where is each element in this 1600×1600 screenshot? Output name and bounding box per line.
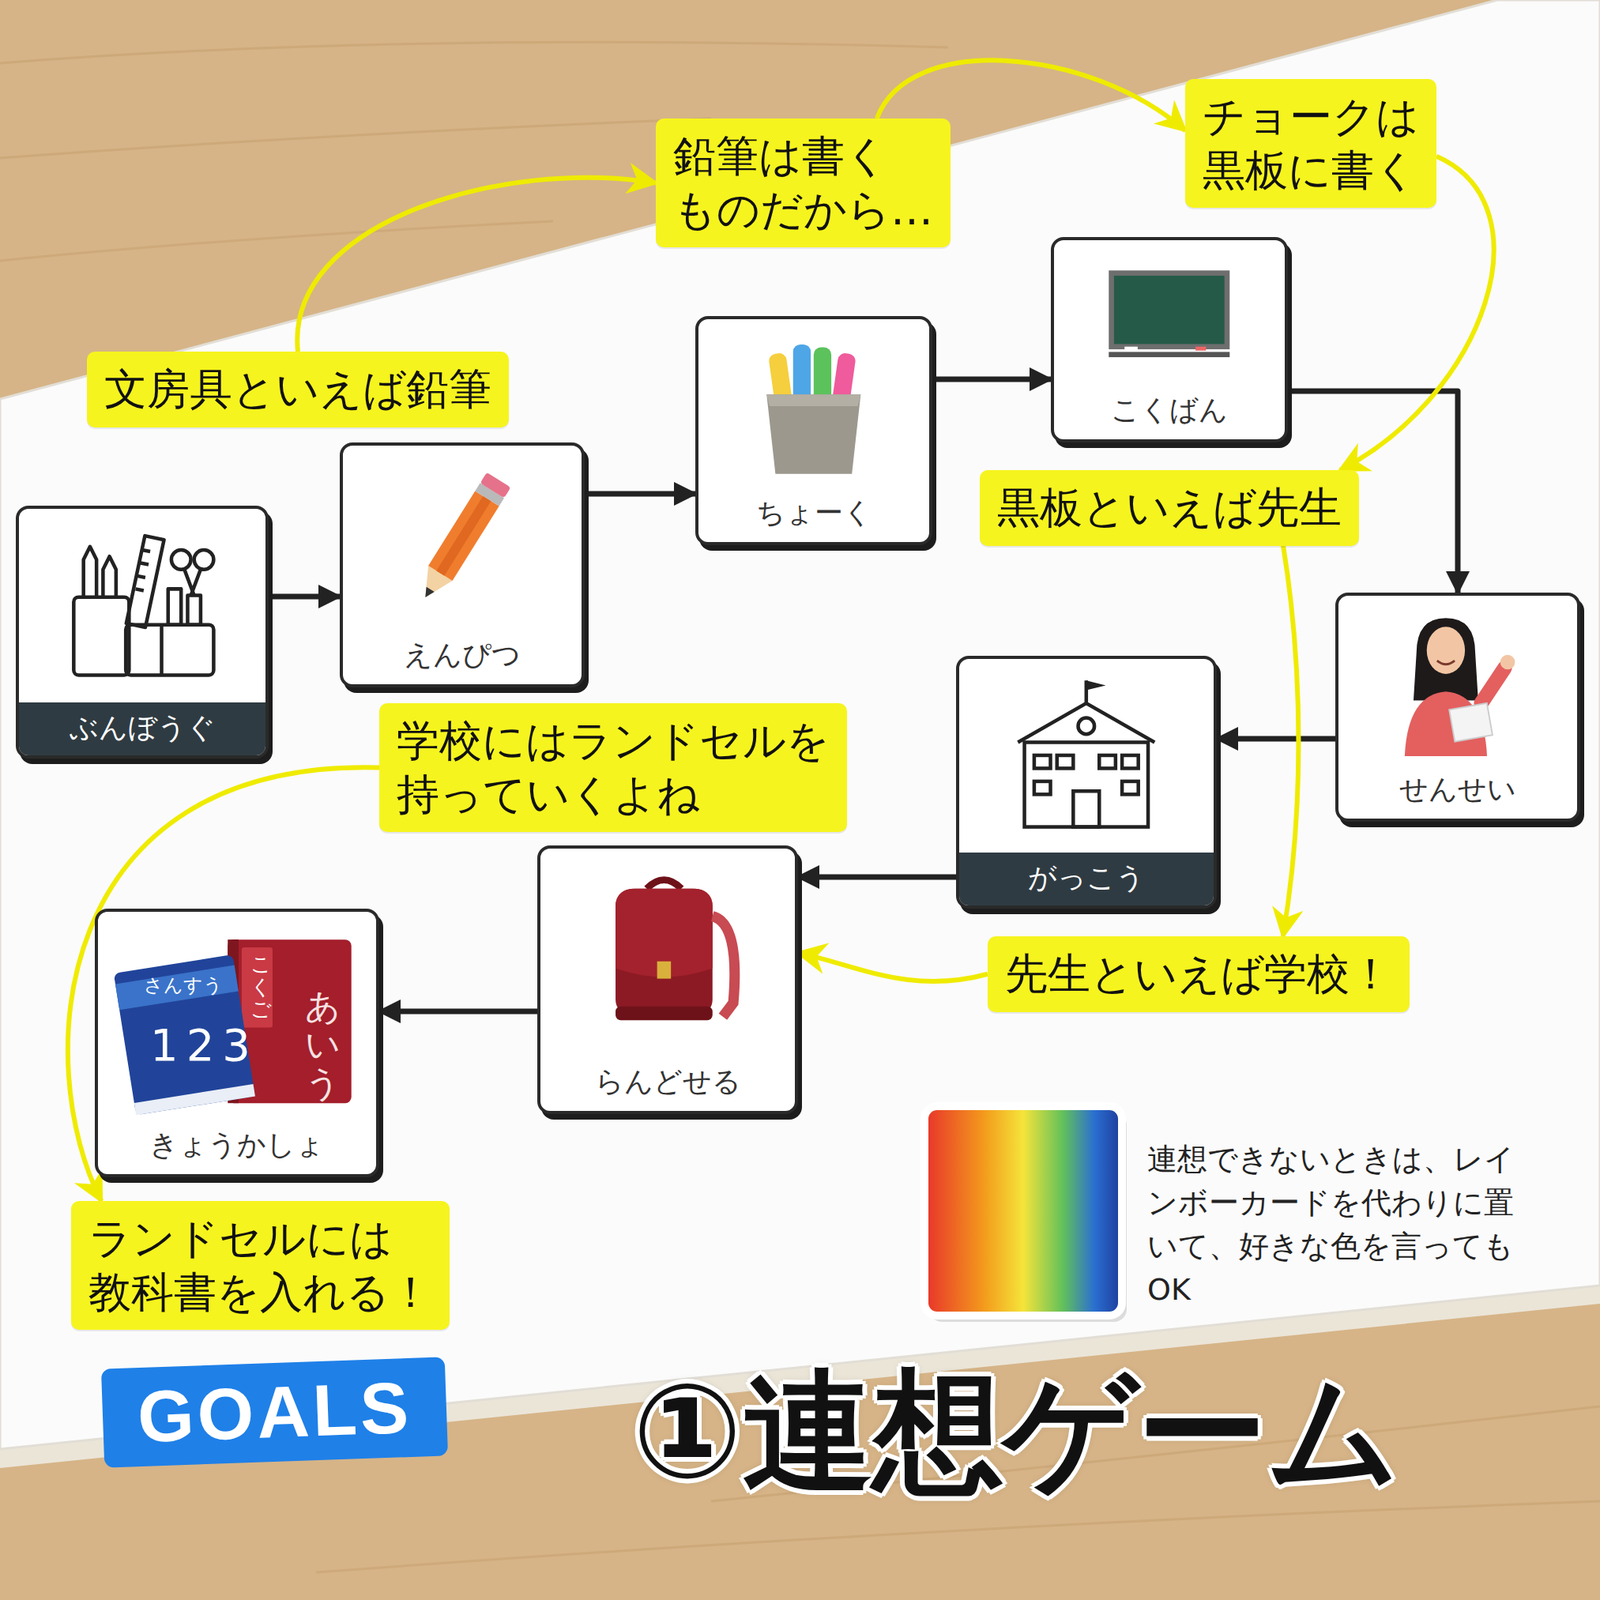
association-arrow bbox=[297, 177, 656, 352]
picture-card: せんせい bbox=[1335, 592, 1581, 822]
callout-text: 学校にはランドセルを 持っていくよね bbox=[396, 714, 830, 821]
callout-text: 文房具といえば鉛筆 bbox=[104, 362, 492, 417]
callout-box: 先生といえば学校！ bbox=[987, 936, 1410, 1013]
flow-arrow bbox=[932, 376, 1051, 383]
rainbow-card bbox=[924, 1106, 1127, 1322]
callout-box: 学校にはランドセルを 持っていくよね bbox=[379, 703, 848, 832]
association-arrow bbox=[1283, 545, 1299, 938]
flow-arrow bbox=[379, 1008, 538, 1015]
stationery-icon bbox=[43, 523, 241, 687]
book-cover-text: 123 bbox=[150, 1020, 259, 1070]
flow-arrow bbox=[584, 491, 696, 497]
callout-text: チョークは 黒板に書く bbox=[1202, 90, 1420, 197]
flow-arrow bbox=[1216, 736, 1336, 742]
picture-card: えんぴつ bbox=[339, 442, 585, 688]
goal-badge: GOALS bbox=[101, 1356, 448, 1468]
card-label: ぶんぼうぐ bbox=[18, 702, 266, 756]
picture-card: さんすう 123こくごあいうきょうかしょ bbox=[94, 908, 380, 1178]
association-arrow bbox=[798, 952, 988, 982]
callout-text: ランドセルには 教科書を入れる！ bbox=[88, 1212, 433, 1319]
card-label: こくばん bbox=[1054, 392, 1285, 427]
picture-card: ぶんぼうぐ bbox=[15, 505, 269, 759]
note-text: 連想できないときは、レインボーカードを代わりに置いて、好きな色を言ってもOK bbox=[1147, 1137, 1544, 1312]
callout-box: 黒板といえば先生 bbox=[979, 470, 1360, 546]
flow-arrow bbox=[798, 874, 957, 881]
callout-text: 先生といえば学校！ bbox=[1005, 947, 1393, 1002]
pencil-icon bbox=[366, 459, 558, 618]
picture-card: らんどせる bbox=[537, 845, 799, 1115]
title: ①連想ゲーム bbox=[632, 1360, 1401, 1505]
blackboard-icon bbox=[1076, 252, 1262, 384]
book-cover-text: こくご bbox=[250, 952, 272, 1021]
picture-card: がっこう bbox=[956, 655, 1217, 909]
goal-text: GOALS bbox=[135, 1367, 413, 1457]
chalk-icon bbox=[721, 332, 907, 480]
association-arrow bbox=[67, 767, 380, 1201]
callout-text: 鉛筆は書く ものだから… bbox=[673, 129, 934, 237]
callout-box: ランドセルには 教科書を入れる！ bbox=[71, 1200, 450, 1330]
school-icon bbox=[984, 673, 1189, 837]
callout-box: チョークは 黒板に書く bbox=[1185, 79, 1437, 208]
callout-text: 黒板といえば先生 bbox=[997, 481, 1342, 535]
picture-card: こくばん bbox=[1050, 237, 1288, 443]
book-cover-text: あいう bbox=[304, 987, 340, 1103]
card-label: ちょーく bbox=[698, 495, 930, 530]
flow-arrow bbox=[268, 594, 340, 600]
card-label: せんせい bbox=[1338, 771, 1578, 806]
school-bag-icon bbox=[565, 864, 770, 1038]
callout-box: 鉛筆は書く ものだから… bbox=[655, 118, 951, 248]
callout-box: 文房具といえば鉛筆 bbox=[86, 351, 509, 428]
teacher-icon bbox=[1362, 609, 1554, 757]
card-label: らんどせる bbox=[540, 1064, 795, 1099]
picture-card: ちょーく bbox=[695, 316, 933, 546]
card-label: えんぴつ bbox=[342, 637, 582, 672]
card-label: がっこう bbox=[959, 852, 1214, 906]
book-cover-text: さんすう bbox=[143, 975, 223, 996]
card-label: きょうかしょ bbox=[97, 1127, 377, 1162]
